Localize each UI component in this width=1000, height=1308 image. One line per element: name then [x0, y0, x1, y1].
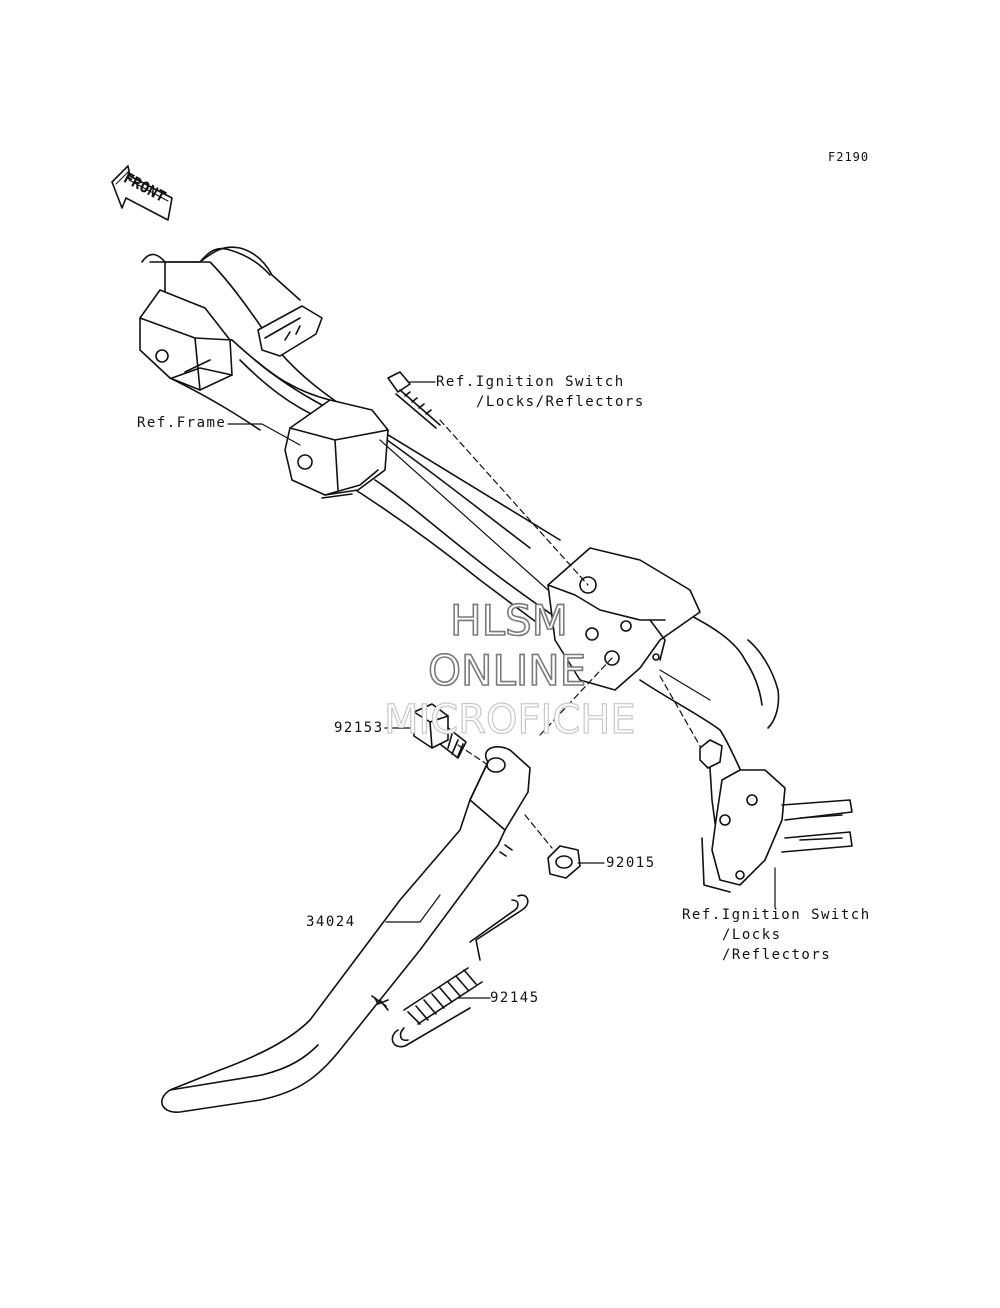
- part-number-92153: 92153: [334, 720, 384, 736]
- frame-drawing: [139, 246, 780, 781]
- leader-lines: [227, 381, 776, 999]
- watermark-line-2: ONLINE: [427, 646, 587, 695]
- figure-code: F2190: [828, 150, 870, 164]
- callout-ref-ignition-bottom-line3: /Reflectors: [722, 947, 832, 963]
- bolt-92153-drawing: [413, 703, 467, 759]
- watermark-line-3: MICROFICHE: [383, 697, 636, 743]
- front-arrow-icon: FRONT: [111, 165, 173, 221]
- watermark-line-1: HLSM: [449, 596, 568, 645]
- callout-ref-frame: Ref.Frame: [137, 415, 227, 431]
- callout-ref-ignition-top-line1: Ref.Ignition Switch: [436, 374, 625, 390]
- callout-ref-ignition-bottom-line1: Ref.Ignition Switch: [682, 907, 871, 923]
- nut-92015-drawing: [547, 845, 581, 879]
- ignition-switch-assembly-drawing: [699, 739, 853, 893]
- callout-ref-ignition-top-line2: /Locks/Reflectors: [476, 394, 645, 410]
- top-bolt-drawing: [387, 371, 441, 429]
- stand-bracket-drawing: [547, 547, 701, 691]
- part-number-34024: 34024: [306, 914, 356, 930]
- part-number-92145: 92145: [490, 990, 540, 1006]
- spring-92145-drawing: [391, 894, 529, 1048]
- side-stand-drawing: [161, 746, 531, 1113]
- callout-ref-ignition-bottom-line2: /Locks: [722, 927, 782, 943]
- part-number-92015: 92015: [606, 855, 656, 871]
